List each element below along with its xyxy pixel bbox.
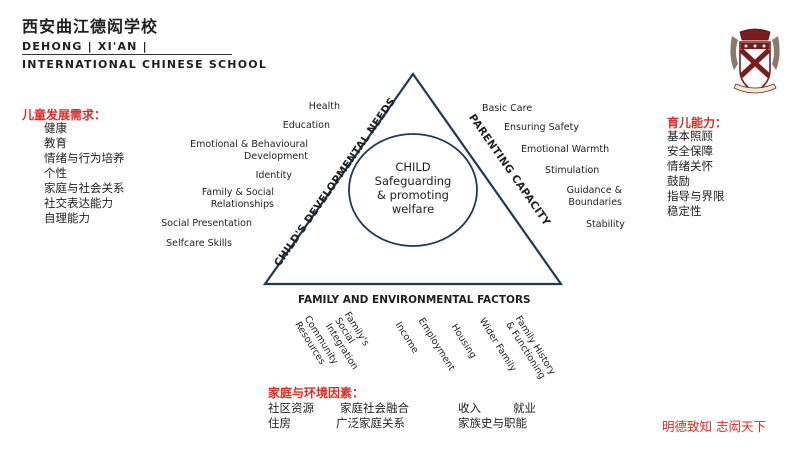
cn-family-item: 收入	[458, 401, 481, 415]
cn-dev-item: 家庭与社会关系	[44, 181, 125, 195]
dev-need-education: Education	[282, 120, 330, 131]
cn-parent-item: 基本照顾	[667, 129, 713, 143]
cn-dev-item: 健康	[44, 121, 67, 135]
dev-need-social-presentation: Social Presentation	[161, 218, 252, 229]
dev-need-identity: Identity	[255, 170, 292, 181]
bottom-side-title: FAMILY AND ENVIRONMENTAL FACTORS	[298, 294, 531, 306]
cn-parent-title: 育儿能力：	[667, 116, 728, 130]
cn-family-title: 家庭与环境因素：	[268, 386, 365, 400]
parenting-stability: Stability	[586, 219, 625, 230]
cn-family-item: 家族史与职能	[458, 416, 527, 430]
dev-need-health: Health	[308, 101, 340, 112]
school-motto: 明德致知 志闳天下	[662, 419, 766, 434]
cn-parent-list: 基本照顾 安全保障 情绪关怀 鼓励 指导与界限 稳定性	[667, 129, 725, 219]
parenting-guidance-boundaries: Guidance &Boundaries	[566, 185, 622, 208]
cn-dev-item: 教育	[44, 136, 67, 150]
center-child-label: CHILD Safeguarding & promoting welfare	[374, 160, 452, 216]
cn-family-item: 住房	[268, 416, 291, 430]
cn-dev-item: 情绪与行为培养	[44, 151, 125, 165]
school-name-en-line2: INTERNATIONAL CHINESE SCHOOL	[22, 58, 268, 71]
cn-family-item: 社区资源	[268, 401, 314, 415]
cn-dev-item: 自理能力	[44, 211, 90, 225]
cn-dev-list: 健康 教育 情绪与行为培养 个性 家庭与社会关系 社交表达能力 自理能力	[44, 121, 125, 226]
cn-parent-item: 指导与界限	[667, 189, 725, 203]
cn-dev-title: 儿童发展需求：	[22, 108, 107, 122]
cn-parent-item: 情绪关怀	[667, 159, 713, 173]
parenting-emotional-warmth: Emotional Warmth	[521, 144, 610, 155]
school-crest-logo	[726, 26, 784, 98]
cn-family-item: 就业	[513, 401, 536, 415]
cn-parent-item: 安全保障	[667, 144, 713, 158]
cn-parent-item: 鼓励	[667, 174, 690, 188]
triangle-outline	[262, 72, 564, 286]
cn-family-item: 家庭社会融合	[340, 401, 409, 415]
school-name-en-line1: DEHONG | XI'AN |	[22, 40, 148, 53]
cn-dev-item: 社交表达能力	[44, 196, 113, 210]
cn-parent-item: 稳定性	[667, 204, 702, 218]
parenting-ensuring-safety: Ensuring Safety	[504, 122, 579, 133]
parenting-basic-care: Basic Care	[482, 103, 533, 114]
header-divider	[22, 54, 232, 55]
cn-dev-item: 个性	[44, 166, 67, 180]
school-name-cn: 西安曲江德闳学校	[22, 17, 159, 36]
cn-family-item: 广泛家庭关系	[336, 416, 405, 430]
parenting-stimulation: Stimulation	[545, 165, 600, 176]
dev-need-selfcare: Selfcare Skills	[166, 238, 232, 249]
center-circle	[348, 133, 478, 247]
